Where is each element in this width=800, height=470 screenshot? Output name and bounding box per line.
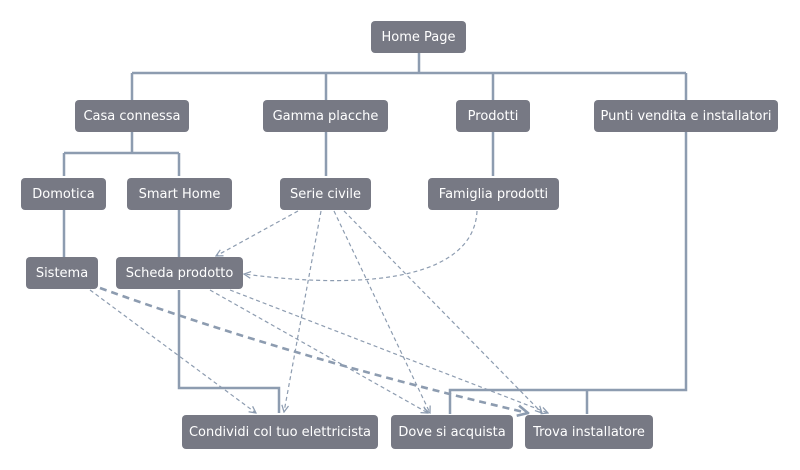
cross-links xyxy=(89,210,548,413)
node-famiglia-prodotti[interactable]: Famiglia prodotti xyxy=(428,178,559,210)
node-dove-si-acquista[interactable]: Dove si acquista xyxy=(391,415,513,449)
link-casa-children xyxy=(62,132,181,176)
node-scheda-prodotto[interactable]: Scheda prodotto xyxy=(116,257,243,289)
node-trova-installatore[interactable]: Trova installatore xyxy=(525,415,653,449)
link-home-level1 xyxy=(130,52,688,100)
link-sistema-condividi xyxy=(89,289,256,413)
node-gamma-placche[interactable]: Gamma placche xyxy=(263,100,388,132)
node-punti-vendita[interactable]: Punti vendita e installatori xyxy=(594,100,778,132)
node-home-page[interactable]: Home Page xyxy=(371,21,466,53)
node-serie-civile[interactable]: Serie civile xyxy=(280,178,371,210)
link-serie-condividi xyxy=(284,210,322,412)
link-serie-scheda xyxy=(216,210,299,256)
link-serie-trova xyxy=(343,210,542,413)
node-domotica[interactable]: Domotica xyxy=(21,178,106,210)
link-scheda-dove xyxy=(209,289,428,413)
hierarchy-links xyxy=(62,52,688,414)
link-smart-condividi xyxy=(177,290,281,413)
node-casa-connessa[interactable]: Casa connessa xyxy=(75,100,189,132)
node-condividi-elettricista[interactable]: Condividi col tuo elettricista xyxy=(182,415,378,449)
link-serie-dove xyxy=(333,210,430,413)
link-famiglia-scheda xyxy=(244,210,478,282)
node-smart-home[interactable]: Smart Home xyxy=(127,178,232,210)
node-prodotti[interactable]: Prodotti xyxy=(456,100,530,132)
link-scheda-trova xyxy=(229,289,548,413)
link-sistema-trova xyxy=(99,286,528,413)
node-sistema[interactable]: Sistema xyxy=(26,257,98,289)
link-punti-footer xyxy=(448,132,688,414)
